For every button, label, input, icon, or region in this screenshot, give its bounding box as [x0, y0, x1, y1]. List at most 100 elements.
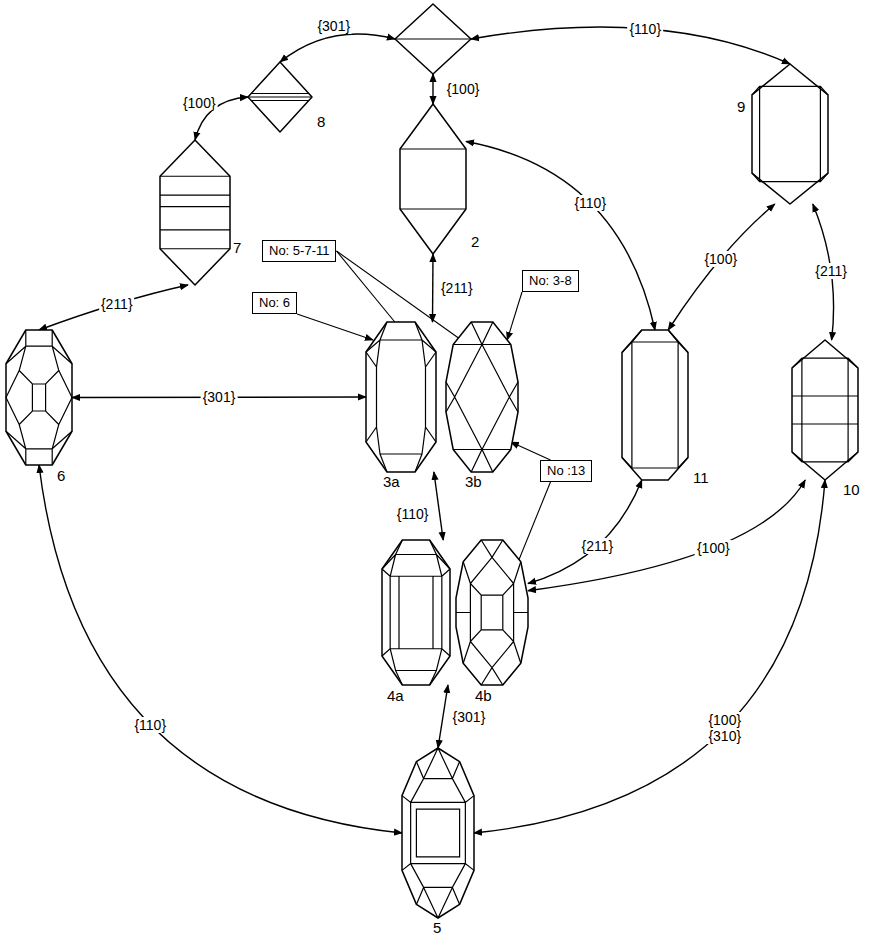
crystal-drawing	[6, 330, 72, 465]
leader-arrow	[507, 292, 522, 340]
form-number: 5	[432, 920, 442, 936]
face-index-label: {211}	[439, 280, 475, 296]
form-number: 10	[842, 482, 861, 498]
crystal-outline	[400, 104, 466, 254]
crystal-form: 7	[160, 140, 230, 285]
crystal-form: 2	[400, 104, 466, 254]
callout-box: No: 5-7-11	[262, 240, 336, 262]
crystal-edges	[160, 176, 230, 249]
form-number: 6	[56, 468, 66, 484]
transition-arrow	[280, 34, 395, 62]
transition-arrow	[474, 480, 825, 833]
form-number: 7	[232, 240, 242, 256]
crystal-drawing	[792, 340, 858, 480]
face-index-label: {211}	[99, 296, 135, 312]
crystal-outline	[395, 4, 471, 74]
crystal-form: 4a	[382, 540, 450, 685]
crystal-edges	[382, 540, 450, 685]
crystal-form: 3a	[366, 322, 436, 472]
face-index-label: {211}	[580, 538, 616, 554]
crystal-edges	[792, 358, 858, 462]
transition-arrow	[466, 142, 655, 331]
crystal-edges	[446, 322, 518, 472]
form-number: 2	[470, 234, 480, 250]
crystal-outline	[382, 540, 450, 685]
crystal-outline	[622, 330, 688, 480]
crystal-drawing	[366, 322, 436, 472]
crystal-form: 6	[6, 330, 72, 465]
crystal-form: 11	[622, 330, 688, 480]
face-index-label: {110}	[395, 506, 431, 522]
crystal-edges	[248, 94, 312, 101]
leader-arrow	[297, 314, 373, 340]
callout-text: No: 6	[259, 295, 290, 310]
crystal-drawing	[402, 748, 474, 918]
face-index-label: {110}	[627, 21, 663, 37]
face-index-label: {301}	[315, 18, 352, 34]
transition-arrow	[432, 74, 433, 104]
crystal-outline	[752, 64, 828, 204]
face-index-label: {211}	[813, 263, 849, 279]
face-index-label: {301}	[451, 709, 488, 725]
transition-arrow	[39, 465, 402, 833]
form-number: 3b	[464, 474, 483, 490]
crystal-drawing	[160, 140, 230, 285]
crystal-form: 8	[248, 62, 312, 132]
callout-box: No: 6	[252, 292, 297, 314]
face-index-label: {100}	[181, 95, 218, 111]
form-number: 8	[316, 114, 326, 130]
crystal-edges	[6, 330, 72, 465]
crystal-edges	[402, 748, 474, 918]
crystal-outline	[6, 330, 72, 465]
transition-arrow	[39, 285, 188, 330]
form-number: 11	[692, 470, 710, 486]
face-index-label: {301}	[201, 389, 238, 405]
crystal-edges	[456, 540, 528, 685]
crystal-drawing	[248, 62, 312, 132]
crystal-drawing	[456, 540, 528, 685]
callout-text: No: 5-7-11	[269, 243, 329, 258]
crystal-edges	[752, 86, 828, 181]
callout-text: No :13	[547, 463, 585, 478]
crystal-drawing	[446, 322, 518, 472]
crystal-form: 3b	[446, 322, 518, 472]
form-number: 4a	[386, 688, 405, 704]
face-index-label: {100}	[695, 540, 732, 556]
crystal-edges	[622, 330, 688, 468]
callout-box: No :13	[540, 460, 592, 482]
crystal-form: 4b	[456, 540, 528, 685]
crystal-outline	[402, 748, 474, 918]
crystal-form: 10	[792, 340, 858, 480]
crystal-outline	[160, 140, 230, 285]
crystal-drawing	[395, 4, 471, 74]
form-number: 9	[736, 99, 746, 115]
crystal-edges	[366, 322, 436, 472]
crystal-edges	[395, 38, 471, 39]
crystal-drawing	[382, 540, 450, 685]
face-index-label: {110}	[132, 717, 168, 733]
crystal-form: 5	[402, 748, 474, 918]
face-index-label: {100}	[702, 251, 739, 267]
crystal-outline	[366, 322, 436, 472]
transition-arrow	[528, 480, 805, 591]
face-index-label: {110}	[572, 195, 608, 211]
callout-box: No: 3-8	[522, 270, 579, 292]
crystal-drawing	[400, 104, 466, 254]
transition-arrow	[432, 254, 434, 322]
transition-arrow	[668, 204, 775, 330]
crystal-outline	[456, 540, 528, 685]
crystal-outline	[446, 322, 518, 472]
callout-text: No: 3-8	[529, 273, 572, 288]
transition-arrow	[438, 685, 448, 748]
crystal-drawing	[752, 64, 828, 204]
crystal-outline	[792, 340, 858, 480]
crystal-form: 9	[752, 64, 828, 204]
transition-arrow	[434, 472, 443, 540]
face-index-label: {100} {310}	[700, 712, 750, 744]
leader-arrow	[511, 442, 551, 460]
crystal-form	[395, 4, 471, 74]
form-number: 4b	[474, 688, 493, 704]
form-number: 3a	[382, 474, 401, 490]
crystal-edges	[400, 149, 466, 209]
